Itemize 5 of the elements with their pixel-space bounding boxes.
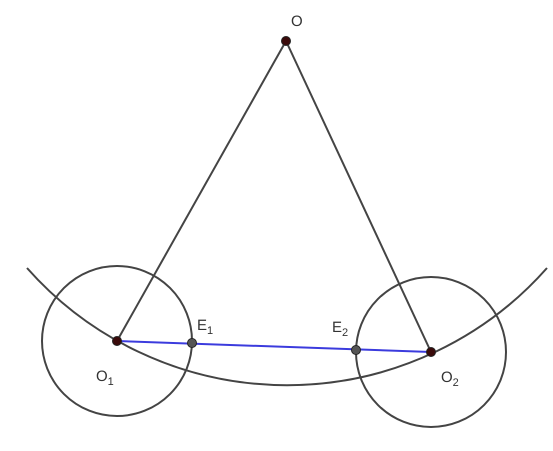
point-label: E$_{2}$: [332, 320, 348, 339]
point-label: O$_{2}$: [441, 370, 459, 389]
point-label: O$_{1}$: [96, 369, 114, 388]
point-label: E$_{1}$: [197, 318, 214, 337]
point-label: O: [291, 14, 303, 29]
